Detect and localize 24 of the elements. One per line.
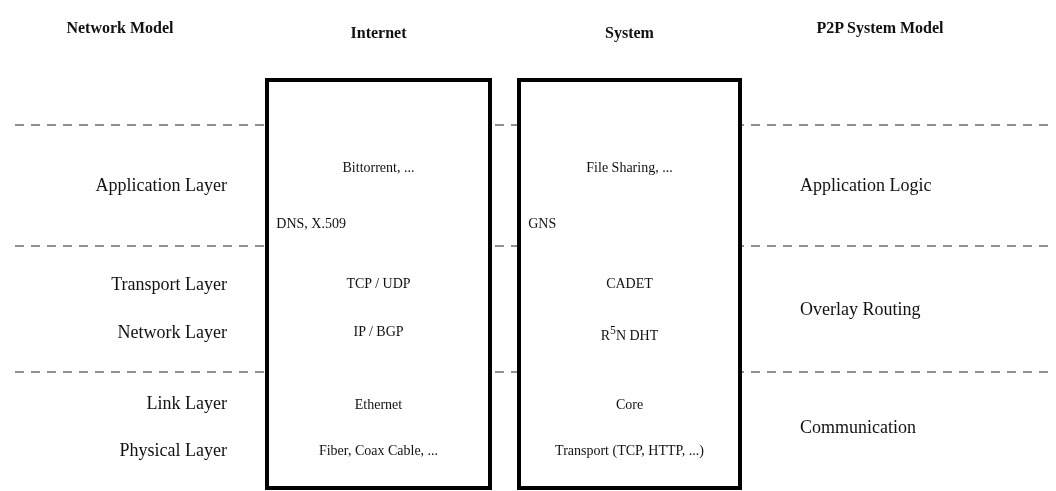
- layer-item: Bittorrent, ...: [342, 160, 415, 176]
- layer-label: Transport Layer: [111, 274, 227, 295]
- layer-item: DNS, X.509: [276, 216, 346, 232]
- layer-item: GNS: [528, 216, 557, 232]
- layer-label: Network Layer: [117, 322, 227, 343]
- layer-label: Application Logic: [800, 175, 932, 196]
- column-heading: Internet: [350, 24, 407, 42]
- column-heading: Network Model: [66, 19, 174, 37]
- layer-item: Transport (TCP, HTTP, ...): [555, 443, 704, 459]
- layer-label: Link Layer: [146, 393, 227, 414]
- layer-item: TCP / UDP: [346, 276, 411, 292]
- layer-label: Communication: [800, 417, 916, 438]
- layer-label: Physical Layer: [119, 440, 227, 461]
- layer-label: Application Layer: [95, 175, 227, 196]
- layer-item: Fiber, Coax Cable, ...: [318, 443, 439, 459]
- layer-item: IP / BGP: [353, 324, 404, 340]
- layer-item: Core: [615, 397, 644, 413]
- layer-label: Overlay Routing: [800, 299, 921, 320]
- layer-item: Ethernet: [354, 397, 403, 413]
- layer-item: File Sharing, ...: [586, 160, 673, 176]
- column-heading: System: [605, 24, 654, 42]
- layer-item: CADET: [606, 276, 653, 292]
- layer-item: R$^{5}$N DHT: [600, 324, 659, 344]
- column-heading: P2P System Model: [816, 19, 944, 37]
